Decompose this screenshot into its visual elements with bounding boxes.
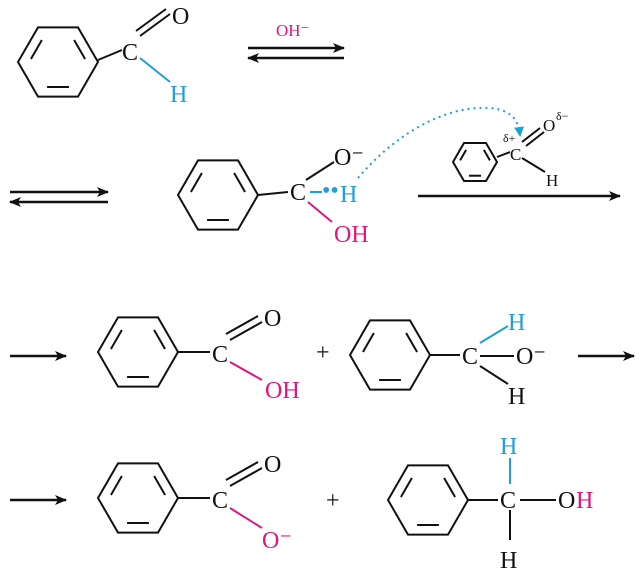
oxide-label: O⁻ [334, 145, 364, 171]
benzaldehyde-1: C O H [97, 4, 189, 108]
benzene-ring [16, 26, 100, 98]
oxygen-label: O [264, 452, 281, 478]
delta-minus-label: δ− [556, 109, 569, 123]
benzene-ring [348, 319, 432, 391]
benzene-ring [451, 141, 499, 183]
equilibrium-arrow-2 [9, 187, 109, 207]
benzyl-alkoxide: C H O⁻ H [430, 310, 546, 410]
hydrogen-bottom-label: H [508, 384, 525, 410]
benzoate: C O O⁻ [178, 452, 292, 554]
plus-sign: + [326, 488, 340, 514]
carbon-label: C [510, 145, 521, 164]
carbon-label: C [122, 40, 138, 66]
oxide-label: O⁻ [262, 528, 292, 554]
benzyl-alcohol: C H O H H [468, 434, 593, 574]
delta-plus-label: δ+ [503, 131, 516, 145]
hydroxyl-hydrogen-label: H [576, 488, 593, 514]
hydroxyl-label: OH [265, 378, 300, 404]
oxygen-label: O [264, 306, 281, 332]
hydrogen-bottom-label: H [500, 548, 517, 574]
benzene-ring [96, 316, 180, 388]
hydroxide-catalyst-label: OH⁻ [276, 21, 310, 40]
plus-sign: + [316, 340, 330, 366]
carbon-label: C [212, 342, 228, 368]
hydrogen-label: H [170, 82, 187, 108]
oxygen-label: O [558, 488, 575, 514]
carbon-label: C [500, 488, 516, 514]
oxygen-label: O [543, 116, 555, 135]
hydride-label: H [340, 182, 357, 208]
hydroxyl-label: OH [334, 222, 369, 248]
hydrogen-top-label: H [500, 434, 517, 460]
tetrahedral-intermediate: C O⁻ •• H OH [257, 145, 369, 248]
carbon-label: C [290, 180, 306, 206]
hydrogen-label: H [546, 171, 558, 190]
benzene-ring [176, 159, 260, 231]
benzene-ring [386, 464, 470, 536]
oxygen-label: O [172, 4, 189, 30]
benzoic-acid: C O OH [178, 306, 300, 404]
benzene-ring [96, 462, 180, 534]
oxide-label: O⁻ [516, 344, 546, 370]
equilibrium-arrow-1: OH⁻ [247, 21, 345, 63]
hydride-transfer-curved-arrow [357, 106, 525, 179]
hydrogen-top-label: H [508, 310, 525, 336]
benzene-rings [16, 26, 499, 536]
electron-pair-dots: •• [322, 178, 339, 204]
carbon-label: C [462, 344, 478, 370]
benzaldehyde-reagent-small: C δ+ O δ− H [496, 109, 569, 190]
carbon-label: C [212, 488, 228, 514]
